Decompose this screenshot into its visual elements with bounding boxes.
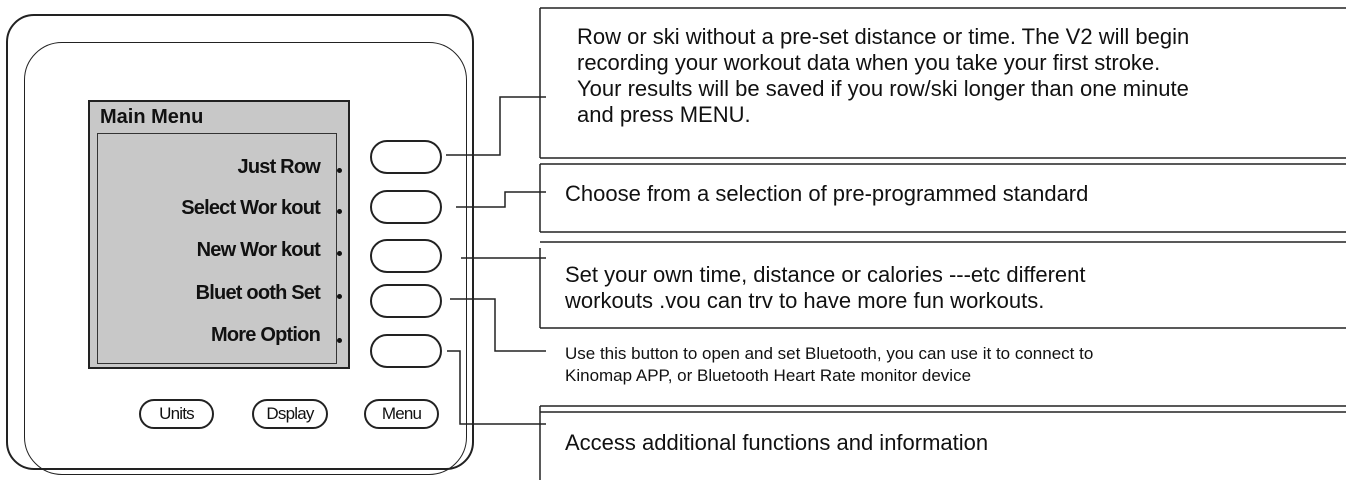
menu-item-more-option: More Option	[211, 324, 321, 346]
callout-line: Access additional functions and informat…	[565, 430, 989, 455]
menu-dot	[337, 251, 342, 256]
callout-line: workouts .vou can trv to have more fun w…	[565, 288, 1045, 313]
menu-dot	[337, 294, 342, 299]
menu-button[interactable]: Menu	[364, 399, 439, 429]
callout-line: Use this button to open and set Bluetoot…	[565, 344, 1094, 363]
callout-line: Row or ski without a pre-set distance or…	[577, 24, 1190, 49]
callout-more-option: Access additional functions and informat…	[565, 430, 988, 456]
menu-dot	[337, 338, 342, 343]
units-button[interactable]: Units	[139, 399, 214, 429]
menu-item-select-workout: Select Wor kout	[181, 197, 321, 219]
callout-line: and press MENU.	[577, 102, 751, 127]
callout-bluetooth-set: Use this button to open and set Bluetoot…	[565, 343, 1093, 387]
side-button-bluetooth-set[interactable]	[370, 284, 442, 318]
callout-just-row: Row or ski without a pre-set distance or…	[577, 24, 1189, 128]
monitor-console	[6, 14, 474, 475]
callout-new-workout: Set your own time, distance or calories …	[565, 262, 1085, 314]
screen-menu-frame	[97, 133, 337, 364]
menu-dot	[337, 168, 342, 173]
menu-item-just-row: Just Row	[237, 156, 321, 178]
side-button-more-option[interactable]	[370, 334, 442, 368]
callout-line: Choose from a selection of pre-programme…	[565, 181, 1089, 206]
menu-item-bluetooth-set: Bluet ooth Set	[195, 282, 321, 304]
callout-line: recording your workout data when you tak…	[577, 50, 1161, 75]
side-button-new-workout[interactable]	[370, 239, 442, 273]
callout-line: Your results will be saved if you row/sk…	[577, 76, 1189, 101]
menu-dot	[337, 209, 342, 214]
callout-line: Kinomap APP, or Bluetooth Heart Rate mon…	[565, 366, 972, 385]
screen-title: Main Menu	[100, 106, 204, 128]
console-inner-bezel	[24, 42, 467, 475]
side-button-just-row[interactable]	[370, 140, 442, 174]
side-button-select-workout[interactable]	[370, 190, 442, 224]
display-button[interactable]: Dsplay	[252, 399, 328, 429]
callout-line: Set your own time, distance or calories …	[565, 262, 1086, 287]
callout-select-workout: Choose from a selection of pre-programme…	[565, 181, 1088, 207]
lcd-screen: Main Menu Just Row Select Wor kout New W…	[88, 100, 350, 369]
menu-item-new-workout: New Wor kout	[196, 239, 321, 261]
